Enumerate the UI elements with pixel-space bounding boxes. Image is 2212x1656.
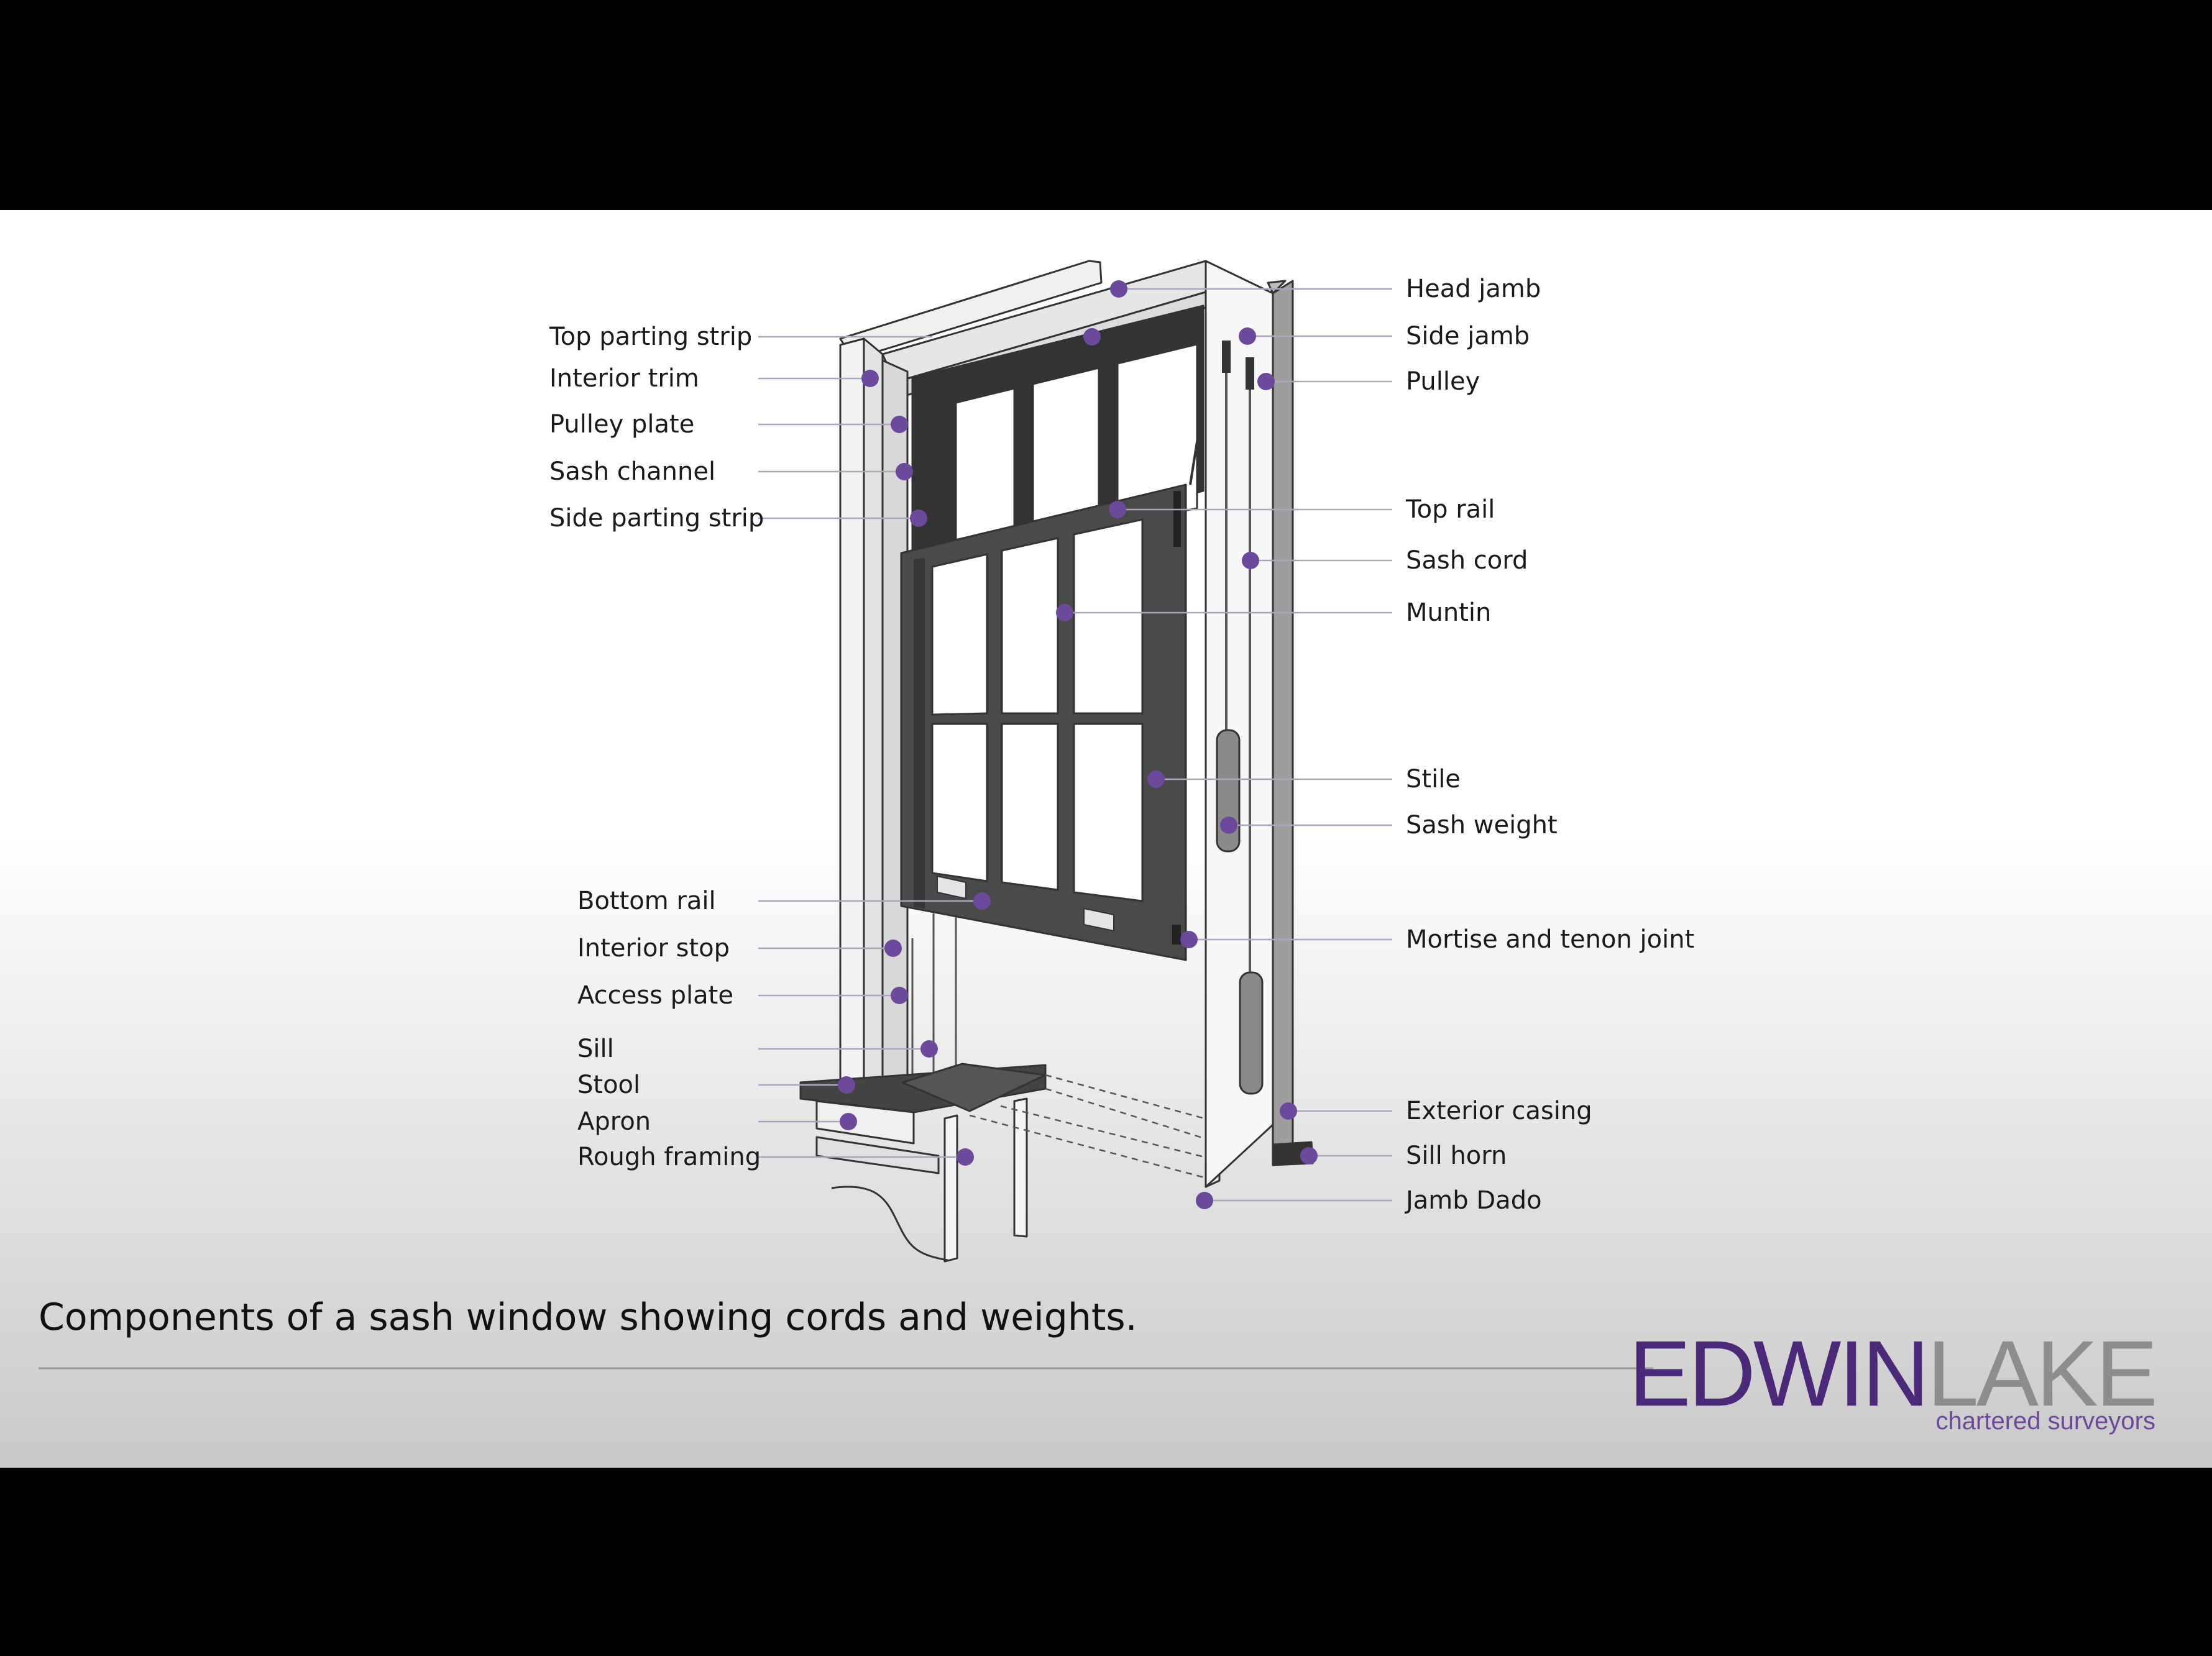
- pulley-right: [1246, 357, 1254, 390]
- label-exterior-casing: Exterior casing: [1406, 1097, 1592, 1125]
- top-rail-notch: [1173, 491, 1181, 547]
- lower-pane-3: [1073, 518, 1144, 715]
- interior-trim-edge: [863, 337, 884, 1087]
- label-mortise-tenon: Mortise and tenon joint: [1406, 925, 1694, 954]
- sash-lift-1: [937, 875, 966, 900]
- label-sill-horn: Sill horn: [1406, 1141, 1507, 1170]
- label-apron: Apron: [577, 1107, 651, 1136]
- top-letterbox: [0, 0, 2212, 210]
- lower-pane-1: [931, 553, 988, 716]
- pulley-left: [1222, 341, 1231, 373]
- caption: Components of a sash window showing cord…: [39, 1296, 1137, 1339]
- label-stool: Stool: [577, 1071, 640, 1099]
- mortise-tenon-notch: [1172, 925, 1181, 945]
- label-muntin: Muntin: [1406, 598, 1491, 627]
- logo-tagline: chartered surveyors: [1936, 1407, 2155, 1435]
- label-sash-weight: Sash weight: [1406, 811, 1558, 839]
- dashed-line-4: [969, 1114, 1205, 1179]
- label-interior-trim: Interior trim: [549, 364, 699, 393]
- label-head-jamb: Head jamb: [1406, 275, 1541, 303]
- dashed-line-2: [1045, 1087, 1205, 1140]
- leader-lines: [758, 288, 1392, 1202]
- rough-framing-post-1: [943, 1114, 958, 1263]
- exterior-casing: [1272, 280, 1294, 1163]
- logo-wordmark: EDWINLAKE: [1628, 1321, 2155, 1425]
- dashed-line-1: [1045, 1074, 1205, 1120]
- label-top-parting-strip: Top parting strip: [549, 323, 752, 351]
- label-side-parting-strip: Side parting strip: [549, 504, 764, 533]
- lower-pane-6: [1073, 723, 1144, 902]
- apron-lower: [815, 1136, 940, 1174]
- interior-trim-left: [839, 337, 865, 1089]
- lower-pane-5: [1001, 723, 1059, 891]
- edwin-lake-logo: EDWINLAKE chartered surveyors: [1628, 1321, 2158, 1435]
- dashed-line-3: [1000, 1105, 1205, 1158]
- label-sash-channel: Sash channel: [549, 457, 715, 486]
- lower-pane-4: [931, 723, 988, 882]
- label-access-plate: Access plate: [577, 981, 733, 1010]
- label-interior-stop: Interior stop: [577, 934, 730, 963]
- label-sill: Sill: [577, 1035, 614, 1063]
- label-sash-cord: Sash cord: [1406, 546, 1528, 575]
- lower-pane-2: [1001, 537, 1059, 715]
- rough-framing-curve: [831, 1186, 948, 1261]
- casing-top: [1267, 280, 1287, 295]
- bottom-letterbox: [0, 1468, 2212, 1656]
- label-stile: Stile: [1406, 765, 1461, 794]
- apron: [815, 1100, 915, 1145]
- rough-framing-post-2: [1013, 1097, 1028, 1238]
- label-pulley: Pulley: [1406, 367, 1480, 396]
- label-side-jamb: Side jamb: [1406, 322, 1530, 350]
- lower-sash-inner-stile: [914, 558, 925, 908]
- sash-cord-attach: [1189, 406, 1204, 485]
- sash-weight-2: [1239, 971, 1264, 1095]
- label-jamb-dado: Jamb Dado: [1404, 1186, 1542, 1215]
- label-pulley-plate: Pulley plate: [549, 410, 694, 439]
- sash-lift-2: [1083, 907, 1114, 932]
- label-top-rail: Top rail: [1405, 495, 1495, 524]
- sash-window-diagram: [799, 260, 1314, 1263]
- upper-pane-3: [1116, 343, 1198, 524]
- callout-dots: [838, 280, 1318, 1209]
- label-bottom-rail: Bottom rail: [577, 887, 716, 915]
- label-rough-framing: Rough framing: [577, 1143, 761, 1171]
